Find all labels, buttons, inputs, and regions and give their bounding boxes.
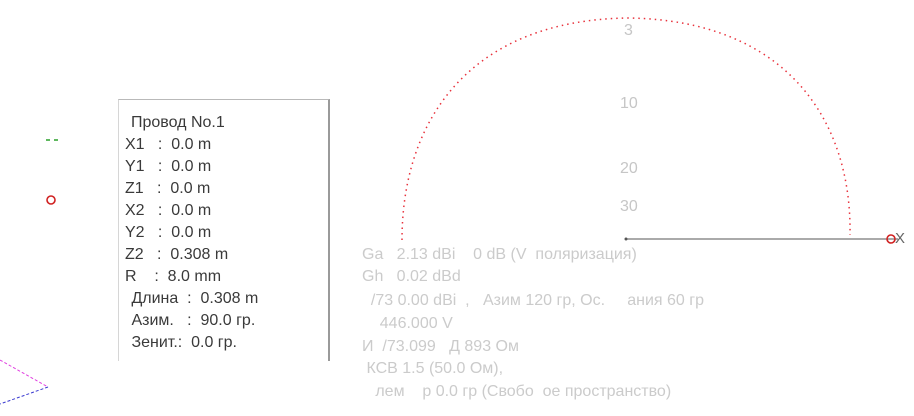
elevation-label-10: 10: [620, 95, 638, 112]
elevation-label-20: 20: [620, 160, 638, 177]
wire-title: Провод No.1: [131, 114, 225, 131]
readout-gh: Gh 0.02 dBd: [362, 268, 461, 285]
readout-ground: лем р 0.0 гр (Свобо ое пространство): [362, 383, 672, 400]
wire-y2: Y2 : 0.0 m: [125, 224, 212, 241]
axis-x-label: X: [895, 230, 906, 247]
ground-axis-blue: [0, 386, 49, 405]
elevation-label-30: 30: [620, 198, 638, 215]
wire-info-panel: Провод No.1 X1 : 0.0 m Y1 : 0.0 m Z1 : 0…: [118, 99, 330, 361]
wire-azimuth: Азим. : 90.0 гр.: [127, 312, 256, 329]
ground-axis-magenta: [0, 359, 49, 388]
pattern-origin-dot: [624, 237, 628, 241]
readout-swr: КСВ 1.5 (50.0 Ом),: [362, 360, 504, 377]
wire-x2: X2 : 0.0 m: [125, 202, 212, 219]
source-marker-icon: [46, 195, 56, 205]
readout-max: /73 0.00 dBi , Азим 120 гр, Ос. ания 60 …: [362, 292, 704, 309]
wire-zenith: Зенит.: 0.0 гр.: [127, 334, 237, 351]
axis-end-marker-icon: [886, 234, 896, 244]
readout-impedance: И /73.099 Д 893 Ом: [362, 338, 519, 355]
wire-x1: X1 : 0.0 m: [125, 136, 212, 153]
wire-radius: R : 8.0 mm: [125, 268, 222, 285]
wire-z2: Z2 : 0.308 m: [125, 246, 229, 263]
radiation-pattern-arc: [401, 17, 851, 241]
wire-z1: Z1 : 0.0 m: [125, 180, 211, 197]
elevation-label-3: 3: [624, 22, 633, 39]
wire-length: Длина : 0.308 m: [127, 290, 259, 307]
wire-y1: Y1 : 0.0 m: [125, 158, 212, 175]
readout-voltage: 446.000 V: [362, 315, 453, 332]
readout-gain: Ga 2.13 dBi 0 dB (V поляризация): [362, 246, 637, 263]
